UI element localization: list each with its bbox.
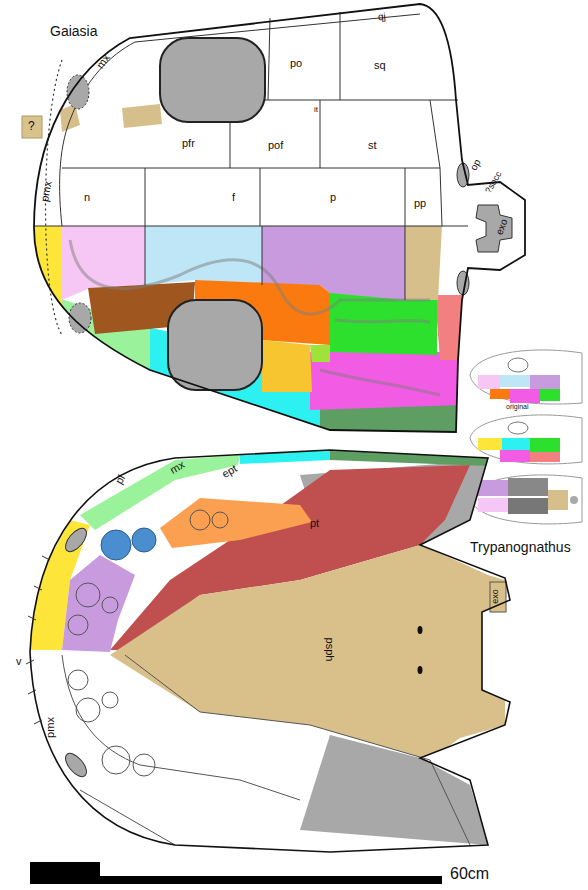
bone-label: exo [491,589,500,604]
skull-dorsal [22,4,525,440]
bone-label: qj [378,12,387,23]
bone-label: pl [113,473,127,486]
bone-label: mx [168,459,186,476]
scale-bar [30,862,442,884]
bone-label: psph [324,638,335,662]
bone-label: pfr [182,138,195,149]
bone-label: f [232,192,235,203]
bone-label: pmx [39,180,53,202]
bone-label: pt [310,518,319,529]
trypanognathus-insets [470,350,582,524]
bone-label: pmx [45,717,56,738]
figure-title: Trypanognathus [470,540,571,554]
bone-label: ? [28,120,35,132]
figure-title: Gaiasia [50,24,97,38]
bone-label: pp [414,198,426,209]
bone-label: it [314,106,318,114]
bone-label: pof [268,140,283,151]
bone-label: ?socc [484,170,504,195]
bone-label: mx [95,52,112,70]
skull-ventral [26,450,510,852]
bone-label: po [290,58,302,69]
inset-label: original [506,403,529,410]
bone-label: exo [495,218,510,237]
bone-label: n [84,192,90,203]
bone-label: op [468,158,482,173]
bone-label: ept [220,463,239,480]
scale-label: 60cm [450,866,489,882]
bone-label: st [368,140,377,151]
bone-label: v [16,656,22,667]
bone-label: p [330,192,336,203]
bone-label: sq [374,60,386,71]
